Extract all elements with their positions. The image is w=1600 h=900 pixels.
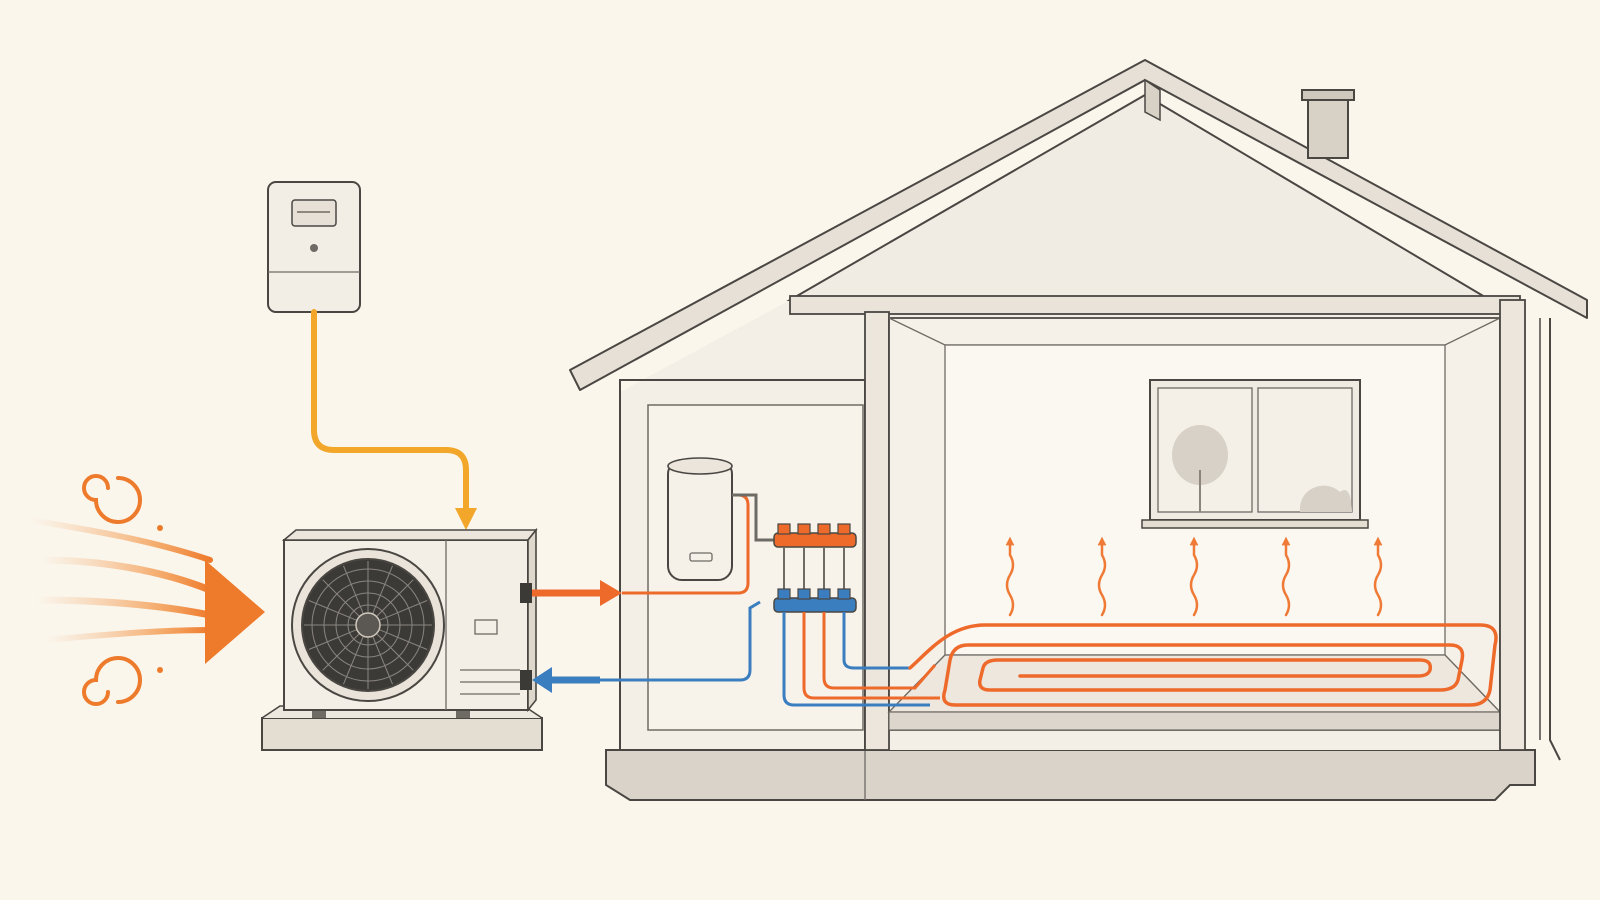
manifold-port (837, 588, 851, 600)
heat-rise-arrow (1373, 536, 1383, 617)
heat-rise-arrow (1281, 536, 1291, 617)
thermostat-controller-icon (267, 181, 361, 313)
manifold-return (773, 588, 857, 613)
heat-pump-outdoor-unit-icon (261, 527, 543, 751)
manifold-port (837, 523, 851, 535)
house-cross-section (569, 59, 1588, 801)
manifold-port (817, 523, 831, 535)
house-roof (569, 59, 1588, 391)
airflow-swirl-icon (27, 474, 265, 706)
house-foundation (605, 749, 1536, 801)
water-cylinder-icon (667, 457, 776, 581)
control-signal-cable (311, 309, 469, 523)
manifold-port (817, 588, 831, 600)
manifold-port (777, 523, 791, 535)
manifold-port (797, 523, 811, 535)
manifold-supply (773, 523, 857, 598)
heat-rise-arrow (1097, 536, 1107, 617)
heat-rise-arrow (1005, 536, 1015, 617)
window-with-trees-icon (1141, 379, 1369, 529)
manifold-port (797, 588, 811, 600)
downpipe (1549, 318, 1561, 761)
underfloor-heating-loop-icon (782, 612, 1498, 707)
heat-rise-arrow (1189, 536, 1199, 617)
house-chimney (1307, 97, 1349, 159)
manifold-port (777, 588, 791, 600)
underfloor-loop (908, 623, 1498, 707)
heat-rise-arrows (1005, 536, 1383, 617)
